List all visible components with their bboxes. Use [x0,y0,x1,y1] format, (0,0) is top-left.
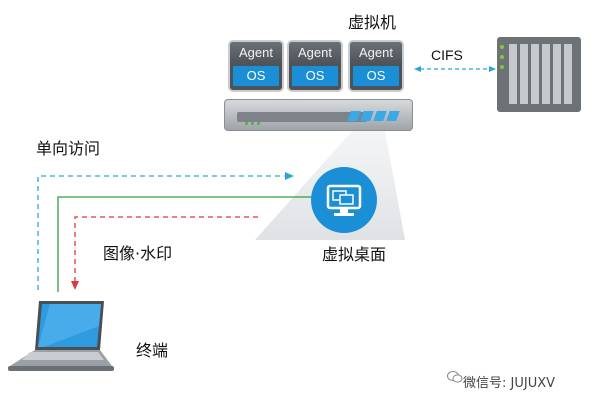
image-watermark-path [71,216,258,290]
vm-card-3[interactable]: Agent OS [348,40,404,92]
wechat-icon [447,371,463,383]
monitor-icon [326,184,362,216]
wechat-watermark: 微信号: JUJUXV [463,376,556,391]
cifs-label: CIFS [431,47,463,63]
one-way-access-path [37,172,294,290]
vm-os-label: OS [233,66,279,86]
one-way-access-label: 单向访问 [36,139,101,158]
virtual-desktop-label: 虚拟桌面 [322,245,387,264]
vm-card-2[interactable]: Agent OS [287,40,343,92]
vm-agent-label: Agent [350,42,402,64]
vm-cluster-title: 虚拟机 [348,13,397,32]
vm-os-label: OS [353,66,399,86]
laptop-icon [8,301,114,371]
vm-agent-label: Agent [289,42,341,64]
display-path [57,196,318,292]
terminal-label: 终端 [136,341,169,360]
server-icon [224,99,413,131]
storage-array-icon [497,37,581,112]
virtual-desktop-icon[interactable] [311,167,377,233]
image-watermark-label: 图像·水印 [103,244,173,263]
vm-card-1[interactable]: Agent OS [228,40,284,92]
vm-os-label: OS [292,66,338,86]
cifs-arrow [414,66,496,72]
vm-agent-label: Agent [230,42,282,64]
